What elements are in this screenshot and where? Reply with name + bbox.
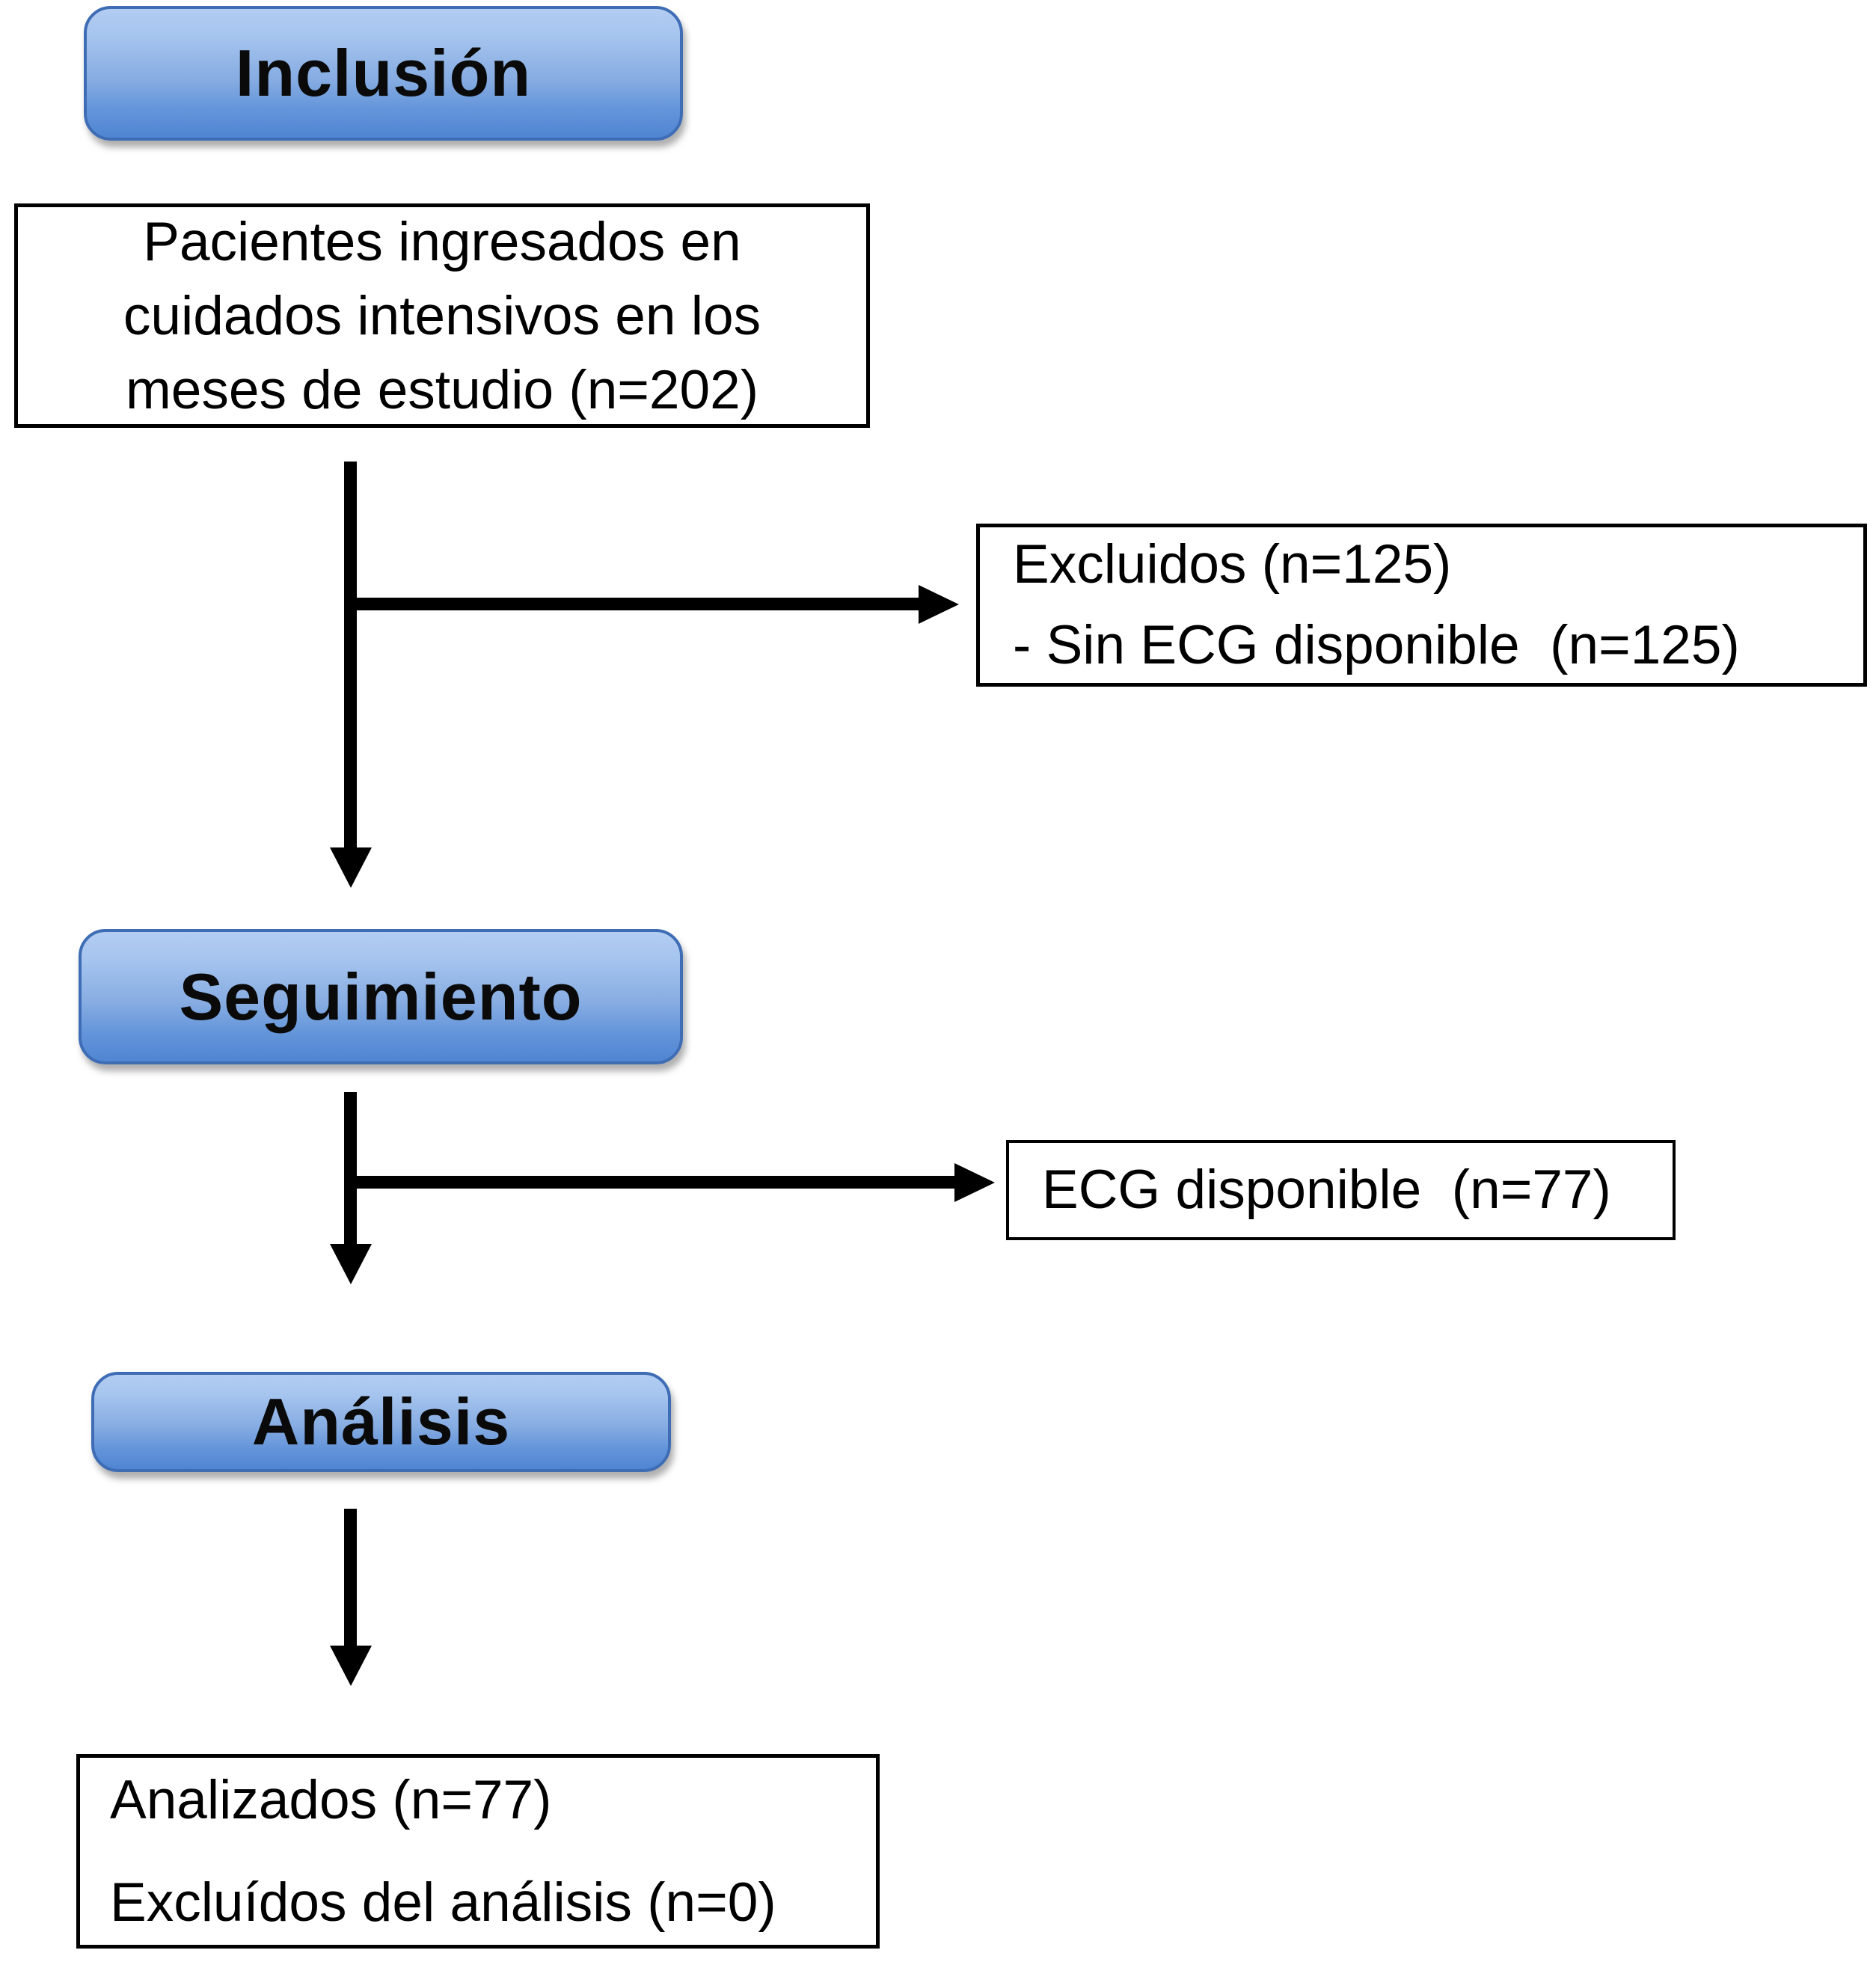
arrow-seguimiento-to-analisis-head-icon (330, 1244, 372, 1284)
analyzed-line-2: Excluídos del análisis (n=0) (110, 1872, 776, 1933)
analyzed-box: Analizados (n=77) Excluídos del análisis… (76, 1754, 880, 1949)
patients-line-1: Pacientes ingresados en (143, 211, 741, 272)
arrow-analisis-to-analyzed-shaft (344, 1509, 357, 1647)
stage-button-seguimiento: Seguimiento (79, 929, 683, 1064)
ecg-line-1: ECG disponible (n=77) (1042, 1159, 1611, 1220)
stage-button-inclusion-label: Inclusión (235, 36, 532, 110)
stage-button-analisis: Análisis (91, 1372, 671, 1472)
arrow-patients-to-seguimiento-head-icon (330, 847, 372, 888)
stage-button-analisis-label: Análisis (251, 1385, 511, 1459)
arrow-analisis-to-analyzed-head-icon (330, 1646, 372, 1686)
arrow-branch-to-excluded-head-icon (919, 585, 959, 624)
arrow-branch-to-ecg-head-icon (954, 1163, 995, 1202)
stage-button-seguimiento-label: Seguimiento (179, 959, 583, 1034)
analyzed-line-1: Analizados (n=77) (110, 1770, 552, 1830)
patients-admitted-box: Pacientes ingresados en cuidados intensi… (14, 203, 870, 428)
excluded-line-2: - Sin ECG disponible (n=125) (1013, 615, 1740, 675)
stage-button-inclusion: Inclusión (84, 6, 683, 141)
excluded-box: Excluidos (n=125) - Sin ECG disponible (… (976, 524, 1867, 687)
arrow-branch-to-ecg-shaft (356, 1176, 956, 1189)
patients-line-2: cuidados intensivos en los (123, 285, 761, 346)
arrow-branch-to-excluded-shaft (356, 598, 920, 610)
arrow-patients-to-seguimiento-shaft (344, 462, 357, 849)
arrow-seguimiento-to-analisis-shaft (344, 1092, 357, 1245)
patients-line-3: meses de estudio (n=202) (125, 359, 759, 420)
excluded-line-1: Excluidos (n=125) (1013, 534, 1452, 595)
ecg-available-box: ECG disponible (n=77) (1006, 1140, 1676, 1240)
